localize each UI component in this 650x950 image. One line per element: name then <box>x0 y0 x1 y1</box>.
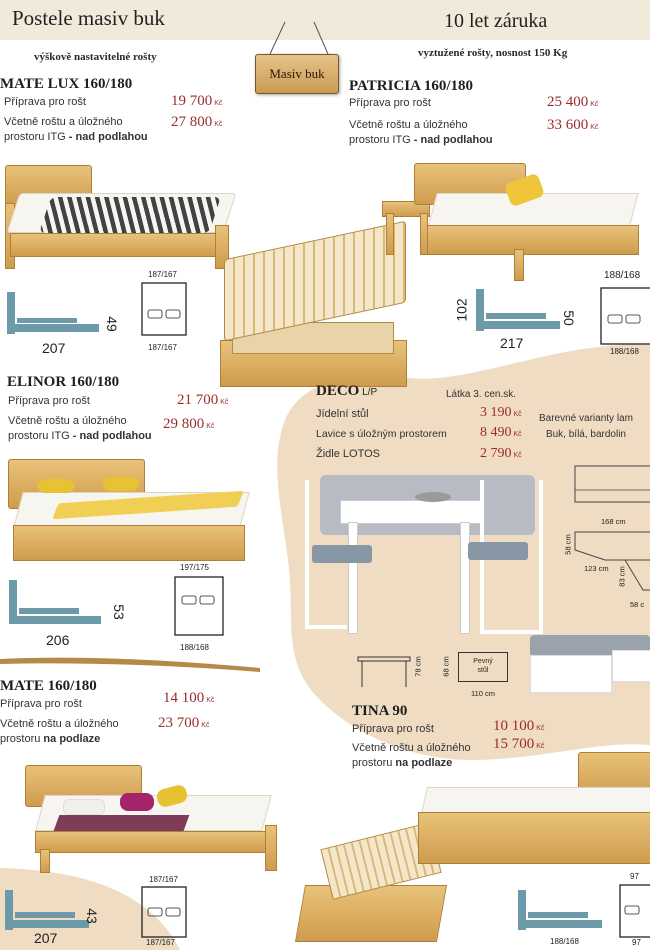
dim-123: 123 cm <box>584 564 609 573</box>
deco-fabric: Látka 3. cen.sk. <box>446 389 517 400</box>
deco-price-table: 3 190 Kč <box>480 405 522 420</box>
prep-label: Příprava pro rošt <box>8 395 90 407</box>
dim-78: 78 cm <box>413 656 423 677</box>
dining-set-photo <box>300 470 550 640</box>
right-subtitle: vyztužené rošty, nosnost 150 Kg <box>418 47 568 59</box>
header-band <box>0 0 650 40</box>
bed-top-icon-elinor <box>174 576 224 636</box>
dim-top-mate: 187/167 <box>149 875 178 884</box>
price-prep: 10 100 Kč <box>493 718 545 734</box>
dim-bottom-patricia: 188/168 <box>610 347 639 356</box>
height2-patricia: 102 <box>453 298 470 322</box>
price-incl: 27 800 Kč <box>171 114 223 130</box>
height-mate: 43 <box>83 908 100 924</box>
page-title: Postele masiv buk <box>12 6 165 30</box>
fixed-label-2: stůl <box>477 667 489 674</box>
fixed-label-1: Pevný <box>473 658 493 665</box>
model-name-mate-lux: MATE LUX 160/180 <box>0 76 133 92</box>
price-incl: 15 700 Kč <box>493 736 545 752</box>
deco-price-bench: 8 490 Kč <box>480 425 522 440</box>
deco-item-bench: Lavice s úložným prostorem <box>316 428 447 440</box>
dim-top-mate-lux: 187/167 <box>148 270 177 279</box>
fixed-table-diagram: Pevný stůl <box>458 652 508 682</box>
dim-110: 110 cm <box>471 689 496 698</box>
warranty-title: 10 let záruka <box>444 10 548 32</box>
model-name-patricia: PATRICIA 160/180 <box>349 78 474 94</box>
height-patricia: 50 <box>560 310 577 326</box>
length-mate-lux: 207 <box>42 340 66 356</box>
table-side-diagram <box>357 656 411 687</box>
prep-label: Příprava pro rošt <box>0 698 82 710</box>
bed-side-icon-tina <box>518 890 602 930</box>
sign-text: Masiv buk <box>269 66 325 81</box>
dim-top-patricia: 188/168 <box>604 270 641 281</box>
dim-168: 168 cm <box>601 517 626 526</box>
dim-bottom-elinor: 188/168 <box>180 643 209 652</box>
model-name-tina: TINA 90 <box>352 703 408 719</box>
dim-bottom-mate: 187/167 <box>146 938 175 947</box>
length-mate: 207 <box>34 930 58 946</box>
dim-tina-length: 188/168 <box>550 937 579 946</box>
storage-bed-photo <box>212 220 412 390</box>
prep-label: Příprava pro rošt <box>349 97 431 109</box>
price-prep: 21 700 Kč <box>177 392 229 408</box>
bed-side-icon-elinor <box>9 580 101 624</box>
dim-83: 83 cm <box>617 566 627 587</box>
left-subtitle: výškově nastavitelné rošty <box>34 51 157 63</box>
price-prep: 14 100 Kč <box>163 690 215 706</box>
price-incl: 29 800 Kč <box>163 416 215 432</box>
bed-top-icon-mate-lux <box>141 282 187 336</box>
price-incl: 33 600 Kč <box>547 117 599 133</box>
bed-side-icon-mate <box>5 890 89 930</box>
bed-photo-elinor <box>8 459 252 564</box>
prep-label: Příprava pro rošt <box>352 723 434 735</box>
bed-photo-mate <box>25 765 287 873</box>
bed-photo-mate-lux <box>5 165 237 269</box>
dim-bottom-mate-lux: 187/167 <box>148 343 177 352</box>
dim-top-elinor: 197/175 <box>180 563 209 572</box>
bed-photo-tina <box>418 752 650 872</box>
dim-68: 68 cm <box>441 656 451 677</box>
dim-58a: 58 cm <box>563 534 573 555</box>
length-patricia: 217 <box>500 335 524 351</box>
bed-top-icon-patricia <box>600 287 650 345</box>
sign-strings <box>269 21 329 55</box>
deco-item-chair: Židle LOTOS <box>316 448 380 460</box>
masiv-buk-sign: Masiv buk <box>255 54 339 94</box>
corner-bench-diagram <box>574 465 650 591</box>
price-prep: 19 700 Kč <box>171 93 223 109</box>
deco-item-table: Jídelní stůl <box>316 408 369 420</box>
price-prep: 25 400 Kč <box>547 94 599 110</box>
height-mate-lux: 49 <box>103 316 120 332</box>
bed-top-icon-tina <box>619 884 650 938</box>
deco-price-chair: 2 790 Kč <box>480 446 522 461</box>
dim-tina-top: 97 <box>630 872 639 881</box>
bed-side-icon-patricia <box>476 289 560 331</box>
bed-side-icon-mate-lux <box>7 292 99 334</box>
height-elinor: 53 <box>110 604 127 620</box>
model-name-deco: DECO L/P <box>316 383 378 399</box>
price-incl: 23 700 Kč <box>158 715 210 731</box>
bed-photo-patricia <box>382 163 640 283</box>
dim-58b: 58 c <box>630 600 645 609</box>
length-elinor: 206 <box>46 632 70 648</box>
prep-label: Příprava pro rošt <box>4 96 86 108</box>
corner-bench-photo <box>530 620 650 695</box>
bed-top-icon-mate <box>141 886 187 938</box>
dim-tina-bottom: 97 <box>632 938 641 947</box>
model-name-elinor: ELINOR 160/180 <box>7 374 120 390</box>
model-name-mate: MATE 160/180 <box>0 678 97 694</box>
